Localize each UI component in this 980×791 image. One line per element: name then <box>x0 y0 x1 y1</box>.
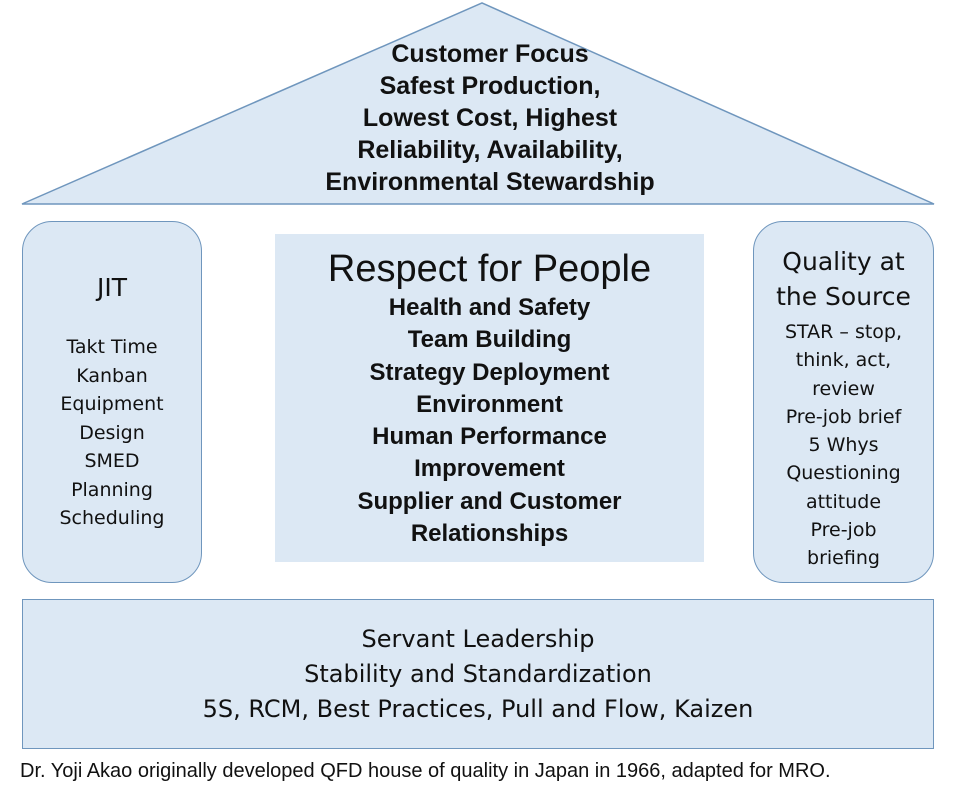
roof-triangle <box>21 2 935 205</box>
foundation-line: Stability and Standardization <box>304 660 652 688</box>
right-pillar-title: Quality at the Source <box>754 244 933 314</box>
left-pillar-item: Equipment <box>60 393 164 415</box>
left-pillar-item: Takt Time <box>66 336 158 358</box>
roof-line: Environmental Stewardship <box>325 168 655 196</box>
roof-text: Customer Focus Safest Production, Lowest… <box>240 38 740 198</box>
center-item: Environment <box>416 390 563 418</box>
right-pillar-item: review <box>812 377 875 400</box>
right-pillar-item: think, act, <box>795 349 892 372</box>
right-pillar-title-line: the Source <box>776 282 911 311</box>
roof-line: Customer Focus <box>391 40 589 68</box>
center-item: Relationships <box>410 520 569 548</box>
caption: Dr. Yoji Akao originally developed QFD h… <box>20 760 831 782</box>
foundation-line: Servant Leadership <box>361 625 595 653</box>
roof-line: Reliability, Availability, <box>357 136 623 164</box>
roof-line: Safest Production, <box>379 72 601 100</box>
left-pillar-title: JIT <box>96 273 128 302</box>
roof-shape <box>21 2 935 205</box>
right-pillar-item: attitude <box>805 490 882 513</box>
right-pillar-item: briefing <box>807 547 880 570</box>
center-title: Respect for People <box>327 248 652 290</box>
left-pillar-item: Scheduling <box>59 507 165 529</box>
right-pillar-title-line: Quality at <box>782 247 905 276</box>
center-item: Improvement <box>414 455 565 483</box>
center-respect-for-people: Respect for People Health and Safety Tea… <box>275 234 704 562</box>
left-pillar-item: Planning <box>71 478 153 501</box>
right-pillar-item: Pre-job brief <box>785 405 902 428</box>
right-pillar-quality: Quality at the Source STAR – stop, think… <box>753 221 934 583</box>
left-pillar-jit: JIT Takt Time Kanban Equipment Design SM… <box>22 221 202 583</box>
right-pillar-item: 5 Whys <box>808 434 879 457</box>
right-pillar-item: Pre-job <box>810 519 877 542</box>
roof-line: Lowest Cost, Highest <box>362 104 618 132</box>
center-item: Strategy Deployment <box>369 358 610 386</box>
center-item: Health and Safety <box>388 294 591 321</box>
foundation-base: Servant Leadership Stability and Standar… <box>22 599 934 749</box>
right-pillar-item: Questioning <box>786 462 901 485</box>
center-item: Human Performance <box>372 423 607 451</box>
center-item: Supplier and Customer <box>357 487 622 515</box>
foundation-line: 5S, RCM, Best Practices, Pull and Flow, … <box>202 695 754 723</box>
center-item: Team Building <box>407 326 572 354</box>
left-pillar-item: SMED <box>84 450 140 472</box>
left-pillar-item: Kanban <box>76 364 148 387</box>
left-pillar-item: Design <box>79 421 145 444</box>
right-pillar-item: STAR – stop, <box>784 321 903 343</box>
